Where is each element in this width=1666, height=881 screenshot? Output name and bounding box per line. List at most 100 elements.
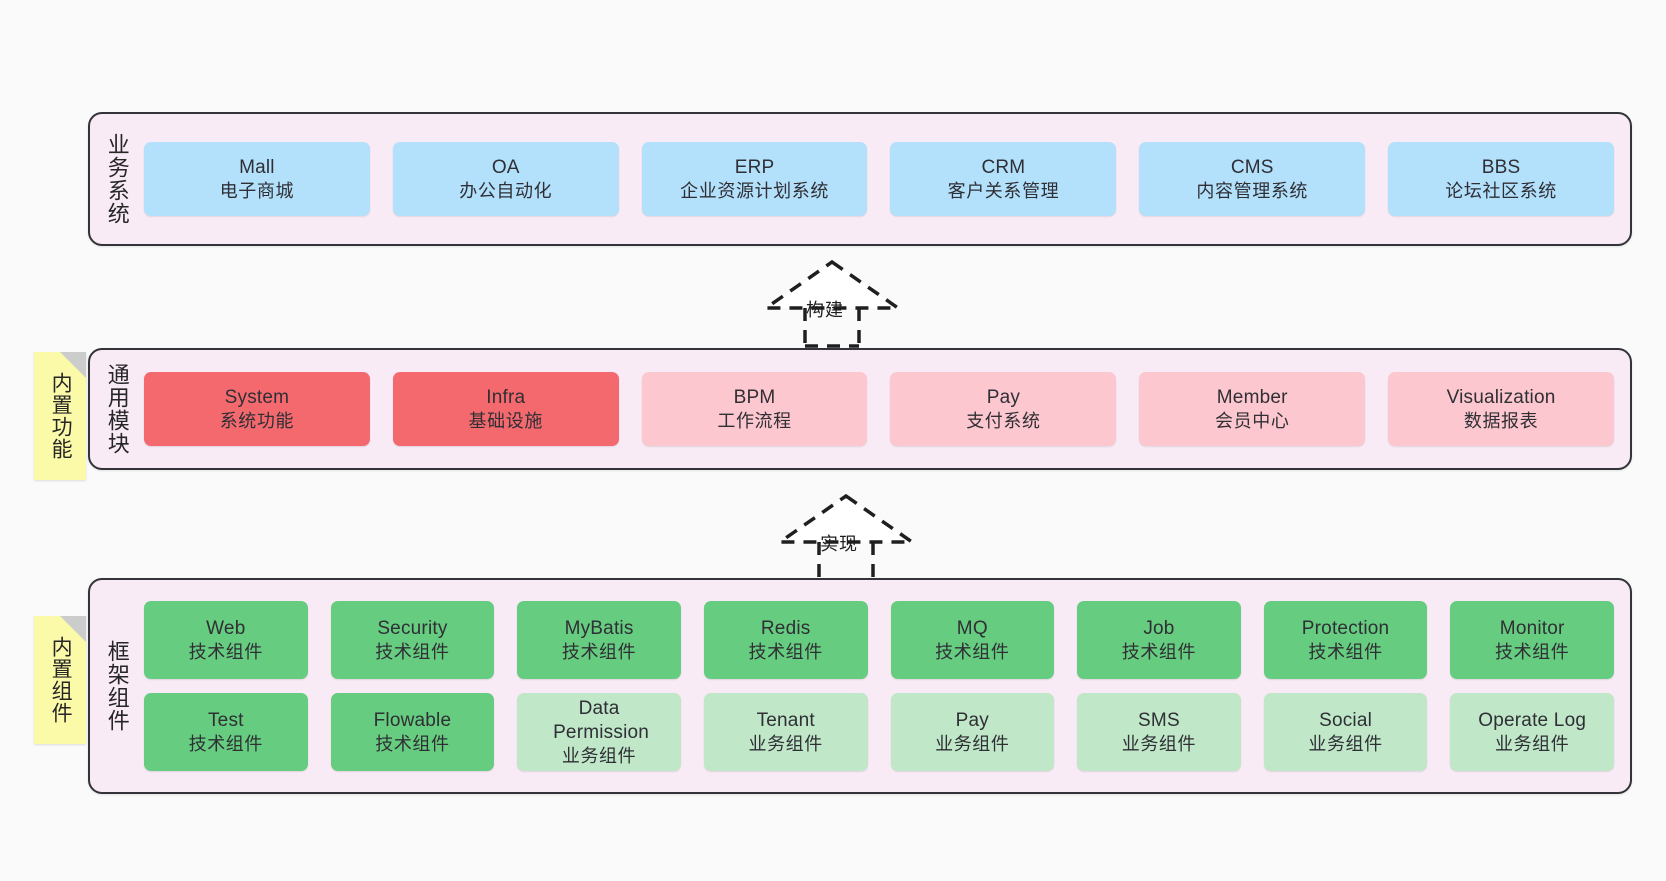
card-title-en: CMS (1230, 156, 1274, 178)
section-label-common-modules: 通用模块 (104, 363, 130, 455)
card-title-cn: 系统功能 (219, 410, 295, 431)
card-title-en: Redis (760, 617, 811, 639)
card-row-business-components: Test 技术组件 Flowable 技术组件 Data Permission … (144, 693, 1614, 771)
card-sms[interactable]: SMS 业务组件 (1077, 693, 1241, 771)
card-title-cn: 业务组件 (1121, 733, 1197, 754)
card-row-modules: System 系统功能 Infra 基础设施 BPM 工作流程 Pay 支付系统… (144, 372, 1614, 446)
card-tenant[interactable]: Tenant 业务组件 (703, 693, 868, 771)
card-pay-module[interactable]: Pay 支付系统 (890, 372, 1117, 446)
card-title-en: Web (206, 617, 246, 639)
connector-implement: 实现 (766, 490, 926, 582)
card-mall[interactable]: Mall 电子商城 (144, 142, 370, 216)
card-title-cn: 技术组件 (188, 641, 264, 662)
card-title-en: Flowable (373, 709, 452, 731)
card-title-en: MQ (956, 617, 988, 639)
card-title-en: CRM (981, 156, 1026, 178)
card-web[interactable]: Web 技术组件 (144, 601, 308, 679)
card-title-cn: 技术组件 (375, 733, 450, 754)
card-title-cn: 技术组件 (188, 733, 264, 754)
card-title-cn: 数据报表 (1463, 410, 1539, 431)
card-mybatis[interactable]: MyBatis 技术组件 (517, 601, 681, 679)
card-protection[interactable]: Protection 技术组件 (1263, 601, 1428, 679)
card-title-en: OA (491, 156, 520, 178)
card-title-cn: 技术组件 (1308, 641, 1383, 662)
card-title-en: Pay (955, 709, 989, 731)
connector-build-arrow-icon (760, 259, 904, 348)
card-title-cn: 业务组件 (935, 733, 1010, 754)
card-title-cn: 技术组件 (375, 641, 450, 662)
card-monitor[interactable]: Monitor 技术组件 (1450, 601, 1614, 679)
card-title-en: Data Permission (553, 697, 650, 743)
connector-build-label: 构建 (806, 300, 844, 320)
card-system[interactable]: System 系统功能 (144, 372, 370, 446)
card-row-business: Mall 电子商城 OA 办公自动化 ERP 企业资源计划系统 CRM 客户关系… (144, 142, 1614, 216)
section-business-systems: 业务系统 Mall 电子商城 OA 办公自动化 ERP 企业资源计划系统 CRM… (88, 112, 1632, 246)
card-pay-component[interactable]: Pay 业务组件 (890, 693, 1055, 771)
card-title-en: BPM (733, 386, 776, 408)
connector-build: 构建 (752, 256, 912, 348)
section-body-framework-components: Web 技术组件 Security 技术组件 MyBatis 技术组件 Redi… (144, 580, 1630, 792)
card-title-cn: 基础设施 (468, 410, 543, 431)
sticky-note-label: 内置组件 (49, 636, 73, 724)
card-title-cn: 技术组件 (561, 641, 637, 662)
card-flowable[interactable]: Flowable 技术组件 (330, 693, 495, 771)
sticky-note-builtin-components: 内置组件 (34, 616, 86, 744)
sticky-note-builtin-features: 内置功能 (34, 352, 86, 480)
card-title-cn: 业务组件 (1494, 733, 1570, 754)
section-label-business-systems: 业务系统 (104, 133, 130, 225)
card-title-cn: 支付系统 (966, 410, 1041, 431)
card-title-cn: 内容管理系统 (1196, 180, 1309, 201)
card-operate-log[interactable]: Operate Log 业务组件 (1450, 693, 1614, 771)
card-title-cn: 技术组件 (935, 641, 1010, 662)
connector-implement-arrow-icon (774, 493, 918, 582)
card-test[interactable]: Test 技术组件 (144, 693, 308, 771)
card-bbs[interactable]: BBS 论坛社区系统 (1388, 142, 1614, 216)
card-title-cn: 电子商城 (219, 180, 295, 201)
card-title-en: ERP (734, 156, 775, 178)
card-title-en: System (224, 386, 290, 408)
card-visualization[interactable]: Visualization 数据报表 (1388, 372, 1614, 446)
card-title-en: Monitor (1499, 617, 1565, 639)
card-title-cn: 办公自动化 (459, 180, 553, 201)
card-title-en: Social (1319, 709, 1373, 731)
card-security[interactable]: Security 技术组件 (330, 601, 495, 679)
card-job[interactable]: Job 技术组件 (1077, 601, 1241, 679)
card-social[interactable]: Social 业务组件 (1263, 693, 1428, 771)
card-data-permission[interactable]: Data Permission 业务组件 (517, 693, 681, 771)
card-title-en: Pay (986, 386, 1021, 408)
section-body-common-modules: System 系统功能 Infra 基础设施 BPM 工作流程 Pay 支付系统… (144, 350, 1630, 468)
card-title-en: Security (377, 617, 448, 639)
card-crm[interactable]: CRM 客户关系管理 (890, 142, 1117, 216)
card-infra[interactable]: Infra 基础设施 (392, 372, 619, 446)
card-title-en: Tenant (756, 709, 815, 731)
card-title-en: MyBatis (564, 617, 634, 639)
section-body-business-systems: Mall 电子商城 OA 办公自动化 ERP 企业资源计划系统 CRM 客户关系… (144, 114, 1630, 244)
card-title-cn: 业务组件 (748, 733, 823, 754)
card-title-cn: 客户关系管理 (947, 180, 1060, 201)
sticky-fold-corner-icon (60, 616, 86, 642)
connector-implement-label: 实现 (820, 534, 858, 554)
card-title-cn: 技术组件 (1494, 641, 1570, 662)
sticky-fold-corner-icon (60, 352, 86, 378)
section-common-modules: 通用模块 System 系统功能 Infra 基础设施 BPM 工作流程 Pay… (88, 348, 1632, 470)
card-erp[interactable]: ERP 企业资源计划系统 (641, 142, 868, 216)
card-title-cn: 技术组件 (1121, 641, 1197, 662)
sticky-note-label: 内置功能 (49, 372, 73, 460)
card-title-en: SMS (1138, 709, 1180, 731)
card-cms[interactable]: CMS 内容管理系统 (1139, 142, 1366, 216)
card-bpm[interactable]: BPM 工作流程 (641, 372, 868, 446)
card-mq[interactable]: MQ 技术组件 (890, 601, 1055, 679)
card-title-en: Operate Log (1478, 709, 1587, 731)
card-title-cn: 业务组件 (1308, 733, 1383, 754)
card-title-en: Member (1216, 386, 1288, 408)
card-redis[interactable]: Redis 技术组件 (703, 601, 868, 679)
card-member[interactable]: Member 会员中心 (1139, 372, 1366, 446)
card-title-en: Test (207, 709, 244, 731)
card-title-cn: 会员中心 (1215, 410, 1290, 431)
section-framework-components: 框架组件 Web 技术组件 Security 技术组件 MyBatis 技术组件… (88, 578, 1632, 794)
card-title-en: BBS (1481, 156, 1521, 178)
card-title-cn: 技术组件 (748, 641, 823, 662)
card-oa[interactable]: OA 办公自动化 (392, 142, 619, 216)
section-label-framework-components: 框架组件 (104, 640, 130, 732)
